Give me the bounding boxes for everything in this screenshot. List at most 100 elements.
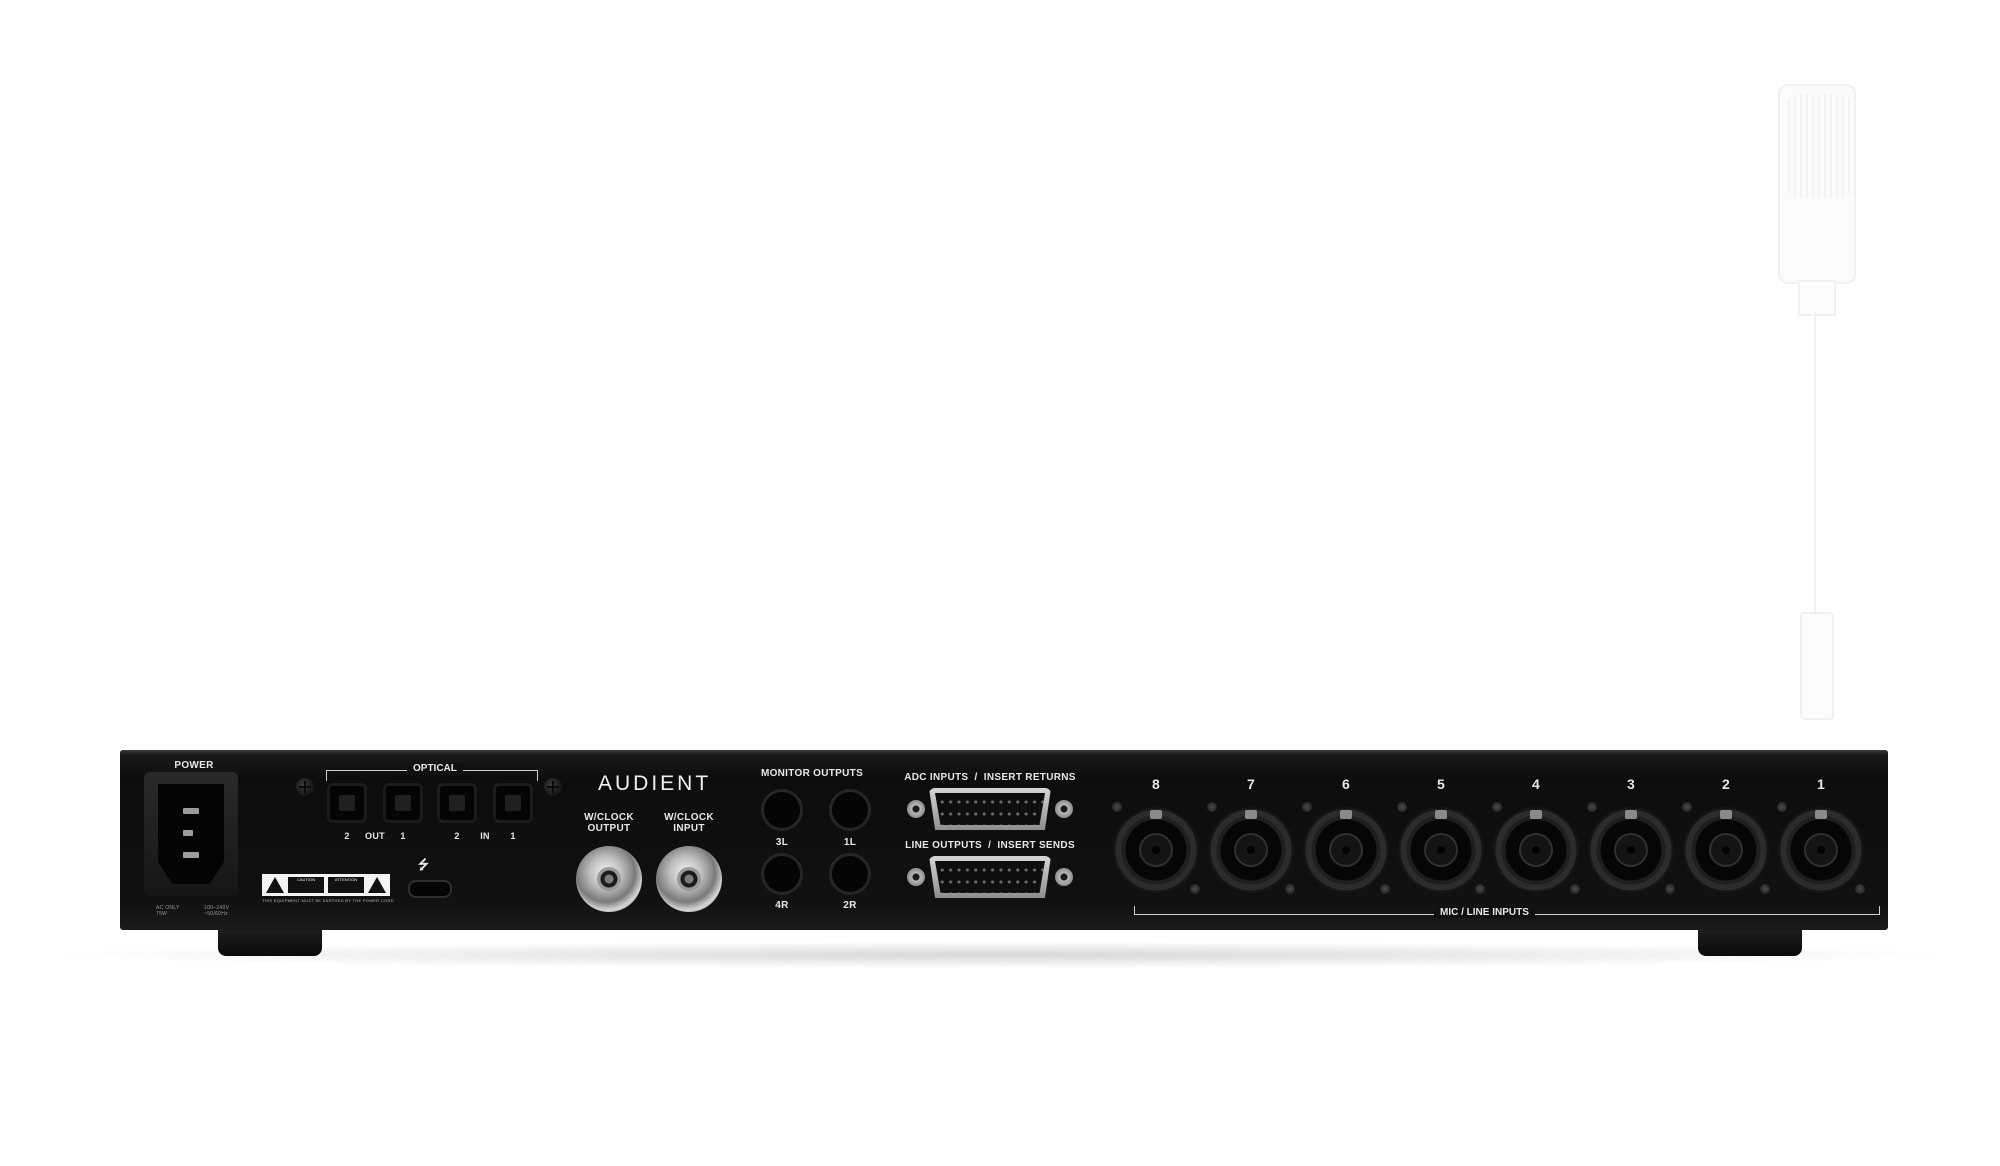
line-outputs-label: LINE OUTPUTS / INSERT SENDS bbox=[905, 840, 1075, 851]
line-outputs-dsub[interactable] bbox=[907, 856, 1073, 898]
wclock-output-bnc[interactable] bbox=[576, 846, 642, 912]
dsub-nut bbox=[907, 868, 925, 886]
right-foot bbox=[1698, 926, 1802, 956]
jack-label: 4R bbox=[775, 900, 789, 911]
screw-icon bbox=[544, 778, 562, 796]
mic-line-input-6-combo-jack[interactable] bbox=[1303, 807, 1389, 893]
floor-shadow bbox=[60, 942, 1940, 968]
screw-icon bbox=[1397, 802, 1407, 812]
optical-out-2-port[interactable] bbox=[330, 786, 364, 820]
wclock-output-label: W/CLOCK OUTPUT bbox=[584, 812, 634, 834]
chassis-top-edge bbox=[120, 750, 1888, 756]
power-pin bbox=[183, 852, 199, 858]
trs-socket bbox=[1709, 833, 1743, 867]
wclock-input-label: W/CLOCK INPUT bbox=[664, 812, 714, 834]
input-number: 6 bbox=[1341, 776, 1351, 792]
input-number: 7 bbox=[1246, 776, 1256, 792]
optical-in-1-port[interactable] bbox=[496, 786, 530, 820]
optical-port-label: IN bbox=[480, 831, 490, 841]
screw-icon bbox=[1587, 802, 1597, 812]
power-voltage: 100–240V ~50/60Hz bbox=[204, 905, 230, 917]
adc-inputs-label: ADC INPUTS / INSERT RETURNS bbox=[904, 772, 1076, 783]
screw-icon bbox=[1492, 802, 1502, 812]
optical-in-2-port[interactable] bbox=[440, 786, 474, 820]
optical-port-label: 1 bbox=[510, 831, 516, 841]
power-pin bbox=[183, 808, 199, 814]
power-label: POWER bbox=[174, 760, 214, 771]
xlr-latch bbox=[1340, 810, 1352, 819]
dsub-nut bbox=[1055, 868, 1073, 886]
input-number: 8 bbox=[1151, 776, 1161, 792]
trs-socket bbox=[1804, 833, 1838, 867]
mic-line-input-7-combo-jack[interactable] bbox=[1208, 807, 1294, 893]
microphone-head bbox=[1778, 84, 1856, 284]
screw-icon bbox=[1475, 884, 1485, 894]
screw-icon bbox=[1285, 884, 1295, 894]
trs-socket bbox=[1329, 833, 1363, 867]
xlr-latch bbox=[1720, 810, 1732, 819]
dsub-pins bbox=[935, 793, 1045, 825]
background-microphone bbox=[1776, 80, 1858, 720]
power-pin bbox=[183, 830, 193, 836]
screw-icon bbox=[1665, 884, 1675, 894]
trs-socket bbox=[1424, 833, 1458, 867]
optical-port-label: 2 bbox=[344, 831, 350, 841]
xlr-latch bbox=[1815, 810, 1827, 819]
adc-inputs-dsub[interactable] bbox=[907, 788, 1073, 830]
optical-port-label: OUT bbox=[365, 831, 385, 841]
mic-line-input-8-combo-jack[interactable] bbox=[1113, 807, 1199, 893]
screw-icon bbox=[1682, 802, 1692, 812]
left-foot bbox=[218, 926, 322, 956]
screw-icon bbox=[1112, 802, 1122, 812]
screw-icon bbox=[1777, 802, 1787, 812]
jack-label: 1L bbox=[843, 837, 857, 848]
monitor-output-2r-jack[interactable] bbox=[832, 856, 868, 892]
warning-attention: ATTENTION bbox=[328, 877, 364, 893]
usb-icon: ⭍ bbox=[418, 857, 430, 872]
microphone-neck bbox=[1798, 280, 1836, 316]
warning-caution: CAUTION bbox=[288, 877, 324, 893]
mic-line-input-3-combo-jack[interactable] bbox=[1588, 807, 1674, 893]
warning-text: THIS EQUIPMENT MUST BE EARTHED BY THE PO… bbox=[262, 898, 394, 903]
wclock-input-bnc[interactable] bbox=[656, 846, 722, 912]
xlr-plug bbox=[1800, 612, 1834, 720]
optical-out-1-port[interactable] bbox=[386, 786, 420, 820]
input-number: 1 bbox=[1816, 776, 1826, 792]
mic-line-input-5-combo-jack[interactable] bbox=[1398, 807, 1484, 893]
screw-icon bbox=[296, 778, 314, 796]
warning-triangle-icon bbox=[368, 877, 386, 893]
monitor-output-4r-jack[interactable] bbox=[764, 856, 800, 892]
power-inlet-socket bbox=[158, 784, 224, 884]
input-number: 5 bbox=[1436, 776, 1446, 792]
trs-socket bbox=[1139, 833, 1173, 867]
monitor-outputs-label: MONITOR OUTPUTS bbox=[760, 768, 864, 779]
trs-socket bbox=[1519, 833, 1553, 867]
xlr-latch bbox=[1245, 810, 1257, 819]
screw-icon bbox=[1207, 802, 1217, 812]
power-rating: AC ONLY 75W bbox=[156, 905, 180, 917]
warning-label: CAUTION ATTENTION bbox=[262, 874, 390, 896]
xlr-latch bbox=[1530, 810, 1542, 819]
brand-logo: AUDIENT bbox=[598, 772, 712, 795]
input-number: 2 bbox=[1721, 776, 1731, 792]
mic-line-input-4-combo-jack[interactable] bbox=[1493, 807, 1579, 893]
power-inlet[interactable] bbox=[144, 772, 238, 896]
screw-icon bbox=[1570, 884, 1580, 894]
monitor-output-1l-jack[interactable] bbox=[832, 792, 868, 828]
xlr-latch bbox=[1435, 810, 1447, 819]
xlr-latch bbox=[1625, 810, 1637, 819]
dsub-nut bbox=[1055, 800, 1073, 818]
xlr-latch bbox=[1150, 810, 1162, 819]
screw-icon bbox=[1302, 802, 1312, 812]
monitor-output-3l-jack[interactable] bbox=[764, 792, 800, 828]
mic-line-input-1-combo-jack[interactable] bbox=[1778, 807, 1864, 893]
mic-line-input-2-combo-jack[interactable] bbox=[1683, 807, 1769, 893]
trs-socket bbox=[1614, 833, 1648, 867]
screw-icon bbox=[1760, 884, 1770, 894]
microphone-grille bbox=[1788, 94, 1850, 198]
screw-icon bbox=[1190, 884, 1200, 894]
input-number: 3 bbox=[1626, 776, 1636, 792]
dsub-pins bbox=[935, 861, 1045, 893]
jack-label: 2R bbox=[843, 900, 857, 911]
usb-c-port[interactable] bbox=[408, 880, 452, 898]
